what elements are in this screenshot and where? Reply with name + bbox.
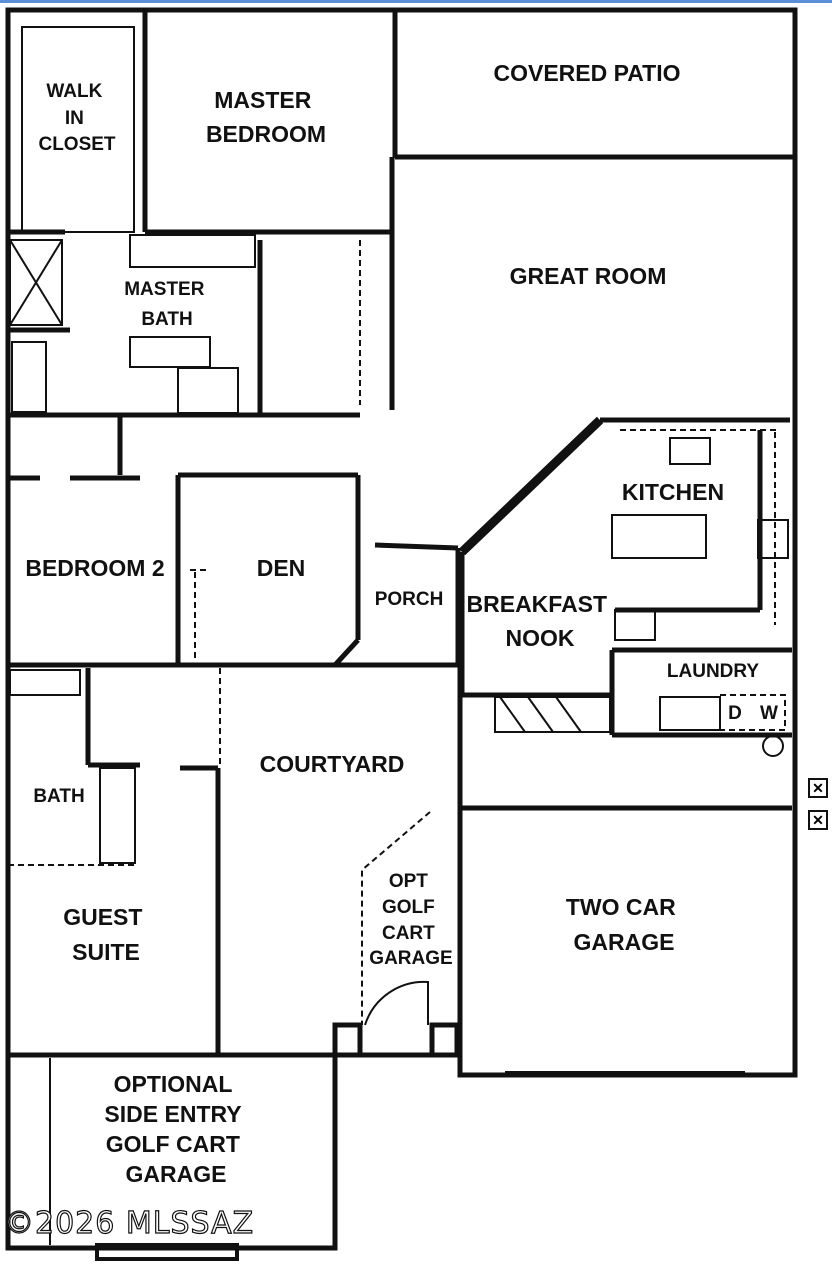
label-master-bedroom: MASTER BEDROOM bbox=[206, 87, 326, 147]
label-breakfast-nook: BREAKFAST NOOK bbox=[467, 591, 614, 651]
label-porch: PORCH bbox=[375, 589, 444, 610]
label-optional-side-entry-garage: OPTIONAL SIDE ENTRY GOLF CART GARAGE bbox=[104, 1071, 247, 1187]
label-kitchen: KITCHEN bbox=[622, 479, 724, 505]
label-walk-in-closet: WALK IN CLOSET bbox=[38, 81, 115, 155]
label-bath: BATH bbox=[33, 786, 84, 807]
label-washer: W bbox=[760, 703, 778, 724]
tools-icon[interactable]: ✕ bbox=[808, 778, 828, 798]
label-two-car-garage: TWO CAR GARAGE bbox=[566, 894, 682, 955]
label-bedroom-2: BEDROOM 2 bbox=[25, 555, 164, 581]
watermark: ©2026 MLSSAZ bbox=[3, 1206, 255, 1241]
room-labels: WALK IN CLOSET MASTER BEDROOM COVERED PA… bbox=[25, 60, 778, 1187]
label-laundry: LAUNDRY bbox=[667, 661, 760, 682]
label-opt-golf-cart-garage: OPT GOLF CART GARAGE bbox=[369, 871, 452, 969]
label-courtyard: COURTYARD bbox=[260, 751, 405, 777]
top-bar bbox=[0, 0, 832, 3]
tools-icon[interactable]: ✕ bbox=[808, 810, 828, 830]
walls bbox=[5, 7, 798, 1261]
label-master-bath: MASTER BATH bbox=[124, 279, 210, 330]
label-great-room: GREAT ROOM bbox=[510, 263, 667, 289]
label-covered-patio: COVERED PATIO bbox=[494, 60, 681, 86]
label-den: DEN bbox=[257, 555, 306, 581]
label-dryer: D bbox=[728, 703, 742, 724]
label-guest-suite: GUEST SUITE bbox=[63, 904, 149, 965]
